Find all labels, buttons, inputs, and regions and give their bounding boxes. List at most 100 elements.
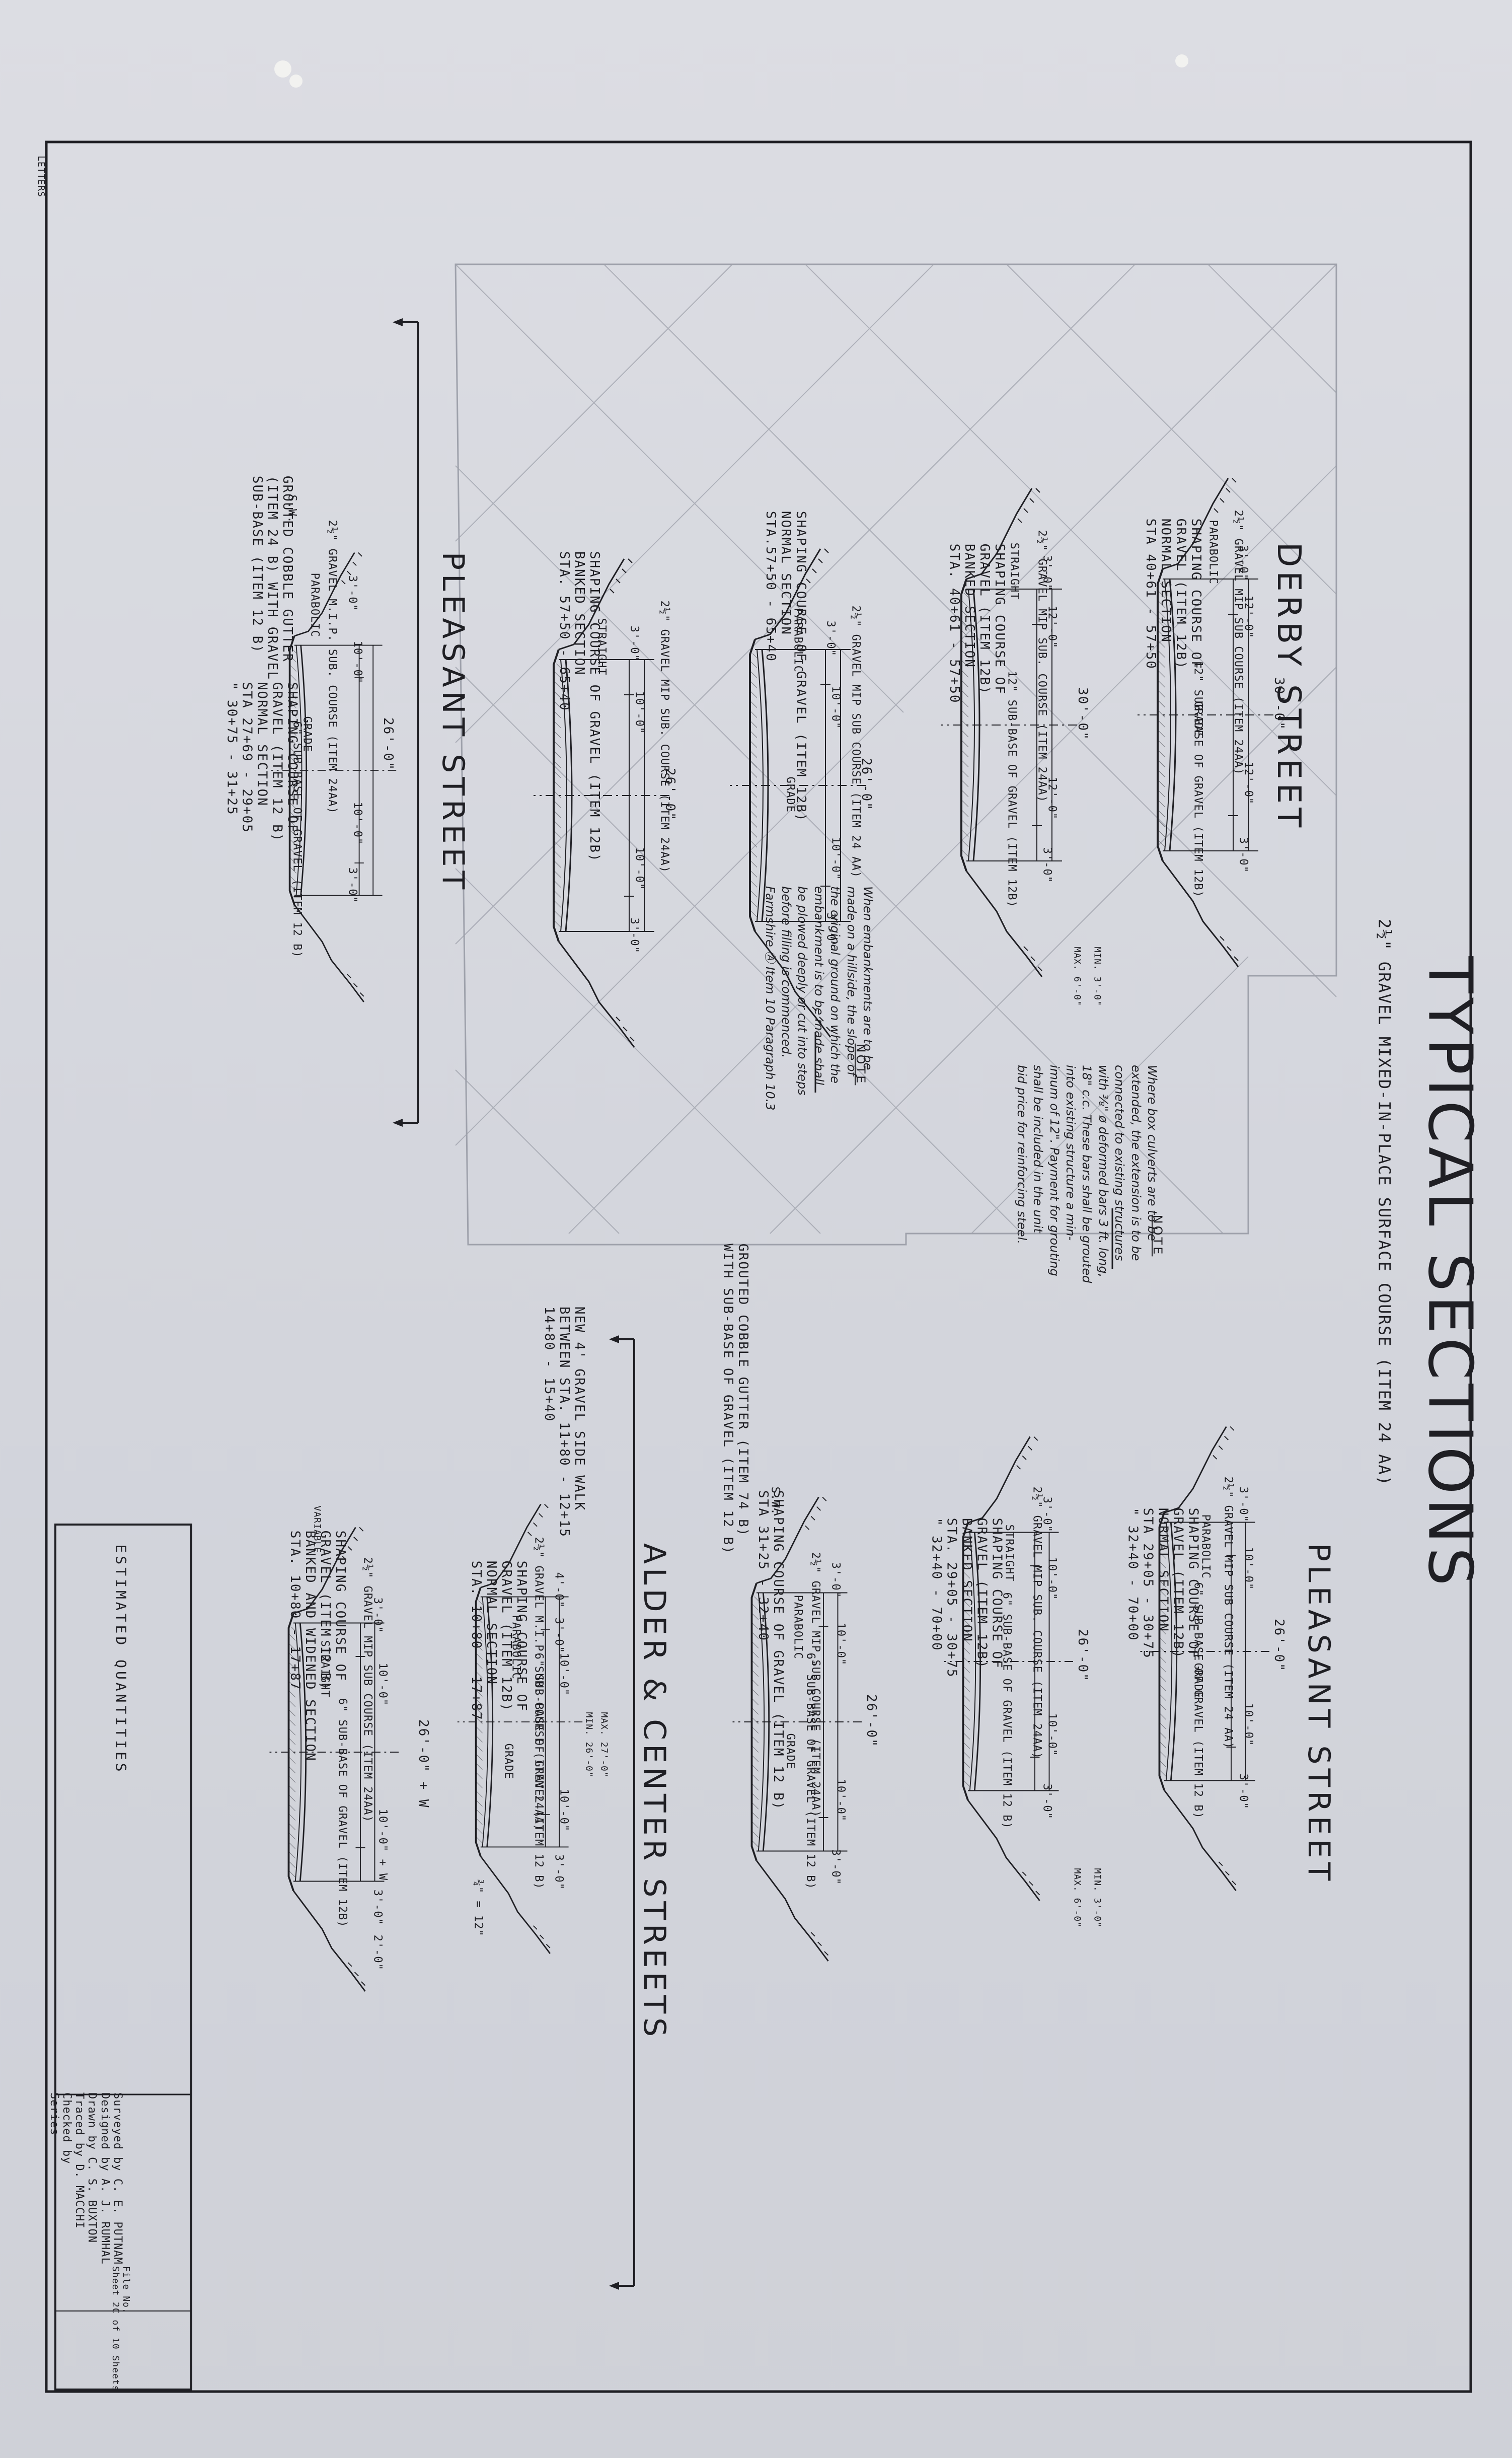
credit-row: Checked by: [60, 2092, 73, 2294]
credit-role: Series: [47, 2092, 60, 2136]
alder-walk-width-walk: 4'-0": [552, 1572, 565, 1608]
label: BETWEEN STA. 11+80 - 12+15: [556, 1306, 572, 1538]
pleasant-right-banked-callout-subbase: 6" SUB-BASE OF GRAVEL (ITEM 12 B): [1000, 1592, 1013, 1829]
alder-normal-callout-grade: GRADE: [784, 1733, 797, 1769]
derby-banked-labels: SHAPING COURSE OF GRAVEL (ITEM 12B) BANK…: [946, 544, 1007, 826]
alder-normal-callout-sw: S.W.: [769, 1486, 782, 1515]
alder-walk-width-shoulder: 3'-0": [552, 1617, 565, 1653]
derby-banked2-width-lane: 10'-0": [633, 691, 646, 735]
derby-normal-width-shoulder: 3'-0": [1237, 837, 1250, 873]
pleasant-right-banked-width-lane: 10'-0": [1045, 1713, 1059, 1757]
station-range: STA 27+69 - 29+05: [240, 682, 255, 833]
label: GRAVEL (ITEM 12B): [976, 543, 992, 695]
credit-role: Checked by: [60, 2092, 73, 2164]
street-name-derby: DERBY STREET: [1270, 542, 1307, 832]
label: NEW 4' GRAVEL SIDE WALK: [571, 1306, 587, 1511]
pleasant-right-banked-callout-straight: STRAIGHT: [1003, 1524, 1016, 1582]
derby-banked-callout-subbase: 12" SUB-BASE OF GRAVEL (ITEM 12B): [1005, 671, 1018, 908]
alder-walk-callout-parabolic: PARABOLIC: [509, 1615, 522, 1680]
label: SHAPING COURSE OF GRAVEL (ITEM 12 B): [770, 1490, 786, 1811]
pleasant-right-normal-width-total: 26'-0": [1271, 1618, 1287, 1672]
alder-banked-callout-variable: VARIABLE: [312, 1505, 323, 1554]
label: GRAVEL (ITEM 12B): [1173, 518, 1188, 670]
derby-normal-width-shoulder: 3'-0": [1237, 545, 1250, 581]
station-range: " 32+40 - 70+00: [1125, 1507, 1141, 1641]
alder-walk-width-lane: 10'-0": [557, 1788, 570, 1832]
pleasant-right-normal-width-lane: 10'-0": [1242, 1703, 1255, 1747]
derby-normal2-callout-grade: GRADE: [784, 776, 797, 813]
binder-hole: [289, 75, 303, 88]
pleasant-left-width-lane: 10'-0": [351, 802, 364, 845]
credit-role: Drawn by: [86, 2092, 99, 2150]
derby-normal2-width-lane: 10'-0": [829, 686, 842, 730]
pleasant-right-banked-width-shoulder: 3'-0": [1040, 1496, 1053, 1533]
pleasant-left-width-total: 26'-0": [380, 717, 396, 771]
derby-normal2-callout-parabolic: PARABOLIC: [791, 608, 804, 673]
credit-row: Designed by A. J. RUMHAL: [98, 2092, 111, 2294]
derby-banked2-width-lane: 10'-0": [633, 847, 646, 891]
credit-row: Drawn by C. S. BUXTON: [86, 2092, 98, 2294]
derby-normal-width-lane: 12'-0": [1242, 595, 1255, 639]
credit-role: Designed by: [98, 2092, 111, 2172]
estimated-quantities-title: ESTIMATED QUANTITIES: [113, 1544, 130, 1775]
derby-banked-max: MAX. 6'-0": [1072, 947, 1083, 1006]
pleasant-left-callout-parabolic: PARABOLIC: [308, 572, 321, 637]
pleasant-right-normal-callout-course: 2½" GRAVEL MIP SUB COURSE (ITEM 24 AA): [1222, 1476, 1235, 1749]
derby-normal-width-lane: 12'-0": [1242, 761, 1255, 805]
station-range: STA. 29+05 - 30+75: [944, 1517, 960, 1678]
alder-banked-width-lane-w: 10'-0" + W: [376, 1809, 389, 1881]
alder-walk-width-min: MIN. 26'-0": [583, 1712, 594, 1778]
derby-banked2-width-total: 26'-0": [662, 767, 677, 821]
derby-normal-width-total: 30'-0": [1271, 677, 1287, 731]
derby-normal-callout-grade: GRADE: [1191, 701, 1204, 737]
pleasant-left-width-shoulder: 3'-0": [346, 867, 359, 903]
derby-banked2-callout-straight: STRAIGHT: [595, 618, 608, 676]
derby-normal2-width-shoulder: 3'-0": [824, 620, 837, 657]
alder-normal-width-total: 26'-0": [863, 1694, 879, 1748]
street-name-pleasant-right: PLEASANT STREET: [1301, 1543, 1336, 1885]
label: GRAVEL (ITEM 12B): [1170, 1507, 1186, 1659]
alder-banked-width-extra: 2'-0": [371, 1934, 384, 1971]
credit-row: Surveyed by C. E. PUTNAM: [111, 2092, 124, 2294]
file-label: File: [121, 2266, 131, 2290]
label: SHAPING COURSE OF GRAVEL (ITEM 12B): [586, 551, 602, 862]
pleasant-left-width-lane: 10'-0": [351, 640, 364, 684]
credit-name: C. E. PUTNAM: [111, 2178, 124, 2265]
pleasant-left-callout-sw: S.W.: [285, 494, 298, 524]
derby-banked-callout-straight: STRAIGHT: [1008, 542, 1021, 600]
station-range: STA. 57+50 - 65+40: [557, 551, 572, 711]
alder-normal-width-shoulder: 3'-0": [829, 1849, 842, 1885]
label: SHAPING COURSE OF: [992, 543, 1007, 695]
street-name-alder-center: ALDER & CENTER STREETS: [637, 1543, 672, 2041]
derby-normal-callout-parabolic: PARABOLIC: [1206, 520, 1220, 585]
alder-walk-width-shoulder: 3'-0": [552, 1854, 565, 1890]
pleasant-right-normal-callout-grade: GRADE: [1191, 1662, 1204, 1699]
alder-walk-callout-subbase: 6" SUB-BASE OF GRAVEL (ITEM 12 B): [532, 1652, 545, 1890]
pleasant-right-banked-width-shoulder: 3'-0": [1040, 1783, 1053, 1820]
derby-banked-width-shoulder: 3'-0": [1040, 847, 1053, 883]
pleasant-right-banked-min: MIN. 3'-0": [1092, 1868, 1103, 1928]
station-range: STA. 40+61 - 57+50: [947, 543, 962, 704]
derby-banked-width-shoulder: 3'-0": [1040, 555, 1053, 591]
alder-walk-callout-grade: GRADE: [502, 1743, 515, 1779]
pleasant-right-normal-width-shoulder: 3'-0": [1237, 1773, 1250, 1810]
sheet-info: File No. Sheet 2C of 10 Sheets: [110, 2266, 131, 2397]
alder-normal-width-lane: 10'-0": [834, 1778, 847, 1822]
alder-banked-width-lane: 10'-0": [376, 1662, 389, 1706]
label: GRAVEL (ITEM 12 B): [269, 682, 285, 842]
alder-banked-callout-straight: STRAIGHT: [318, 1640, 331, 1698]
section-name: BANKED SECTION: [571, 551, 587, 676]
pleasant-right-banked-width-total: 26'-0": [1075, 1628, 1090, 1682]
station-range: STA 29+05 - 30+75: [1141, 1507, 1156, 1659]
alder-walk-callout-scale: ¾" = 12": [472, 1879, 485, 1937]
alder-normal-callout-parabolic: PARABOLIC: [791, 1595, 804, 1659]
derby-banked-min: MIN. 3'-0": [1092, 947, 1103, 1006]
drawing-subtitle: 2½" GRAVEL MIXED-IN-PLACE SURFACE COURSE…: [1375, 918, 1394, 1486]
street-name-pleasant-left: PLEASANT STREET: [435, 551, 471, 894]
station-range: " 30+75 - 31+25: [224, 682, 240, 816]
alder-banked-callout-subbase: 6" SUB-BASE OF GRAVEL (ITEM 12B): [336, 1698, 349, 1928]
credit-name: D. MACCHI: [73, 2164, 86, 2229]
binder-hole: [1175, 54, 1188, 67]
section-name: NORMAL SECTION: [1158, 518, 1173, 643]
